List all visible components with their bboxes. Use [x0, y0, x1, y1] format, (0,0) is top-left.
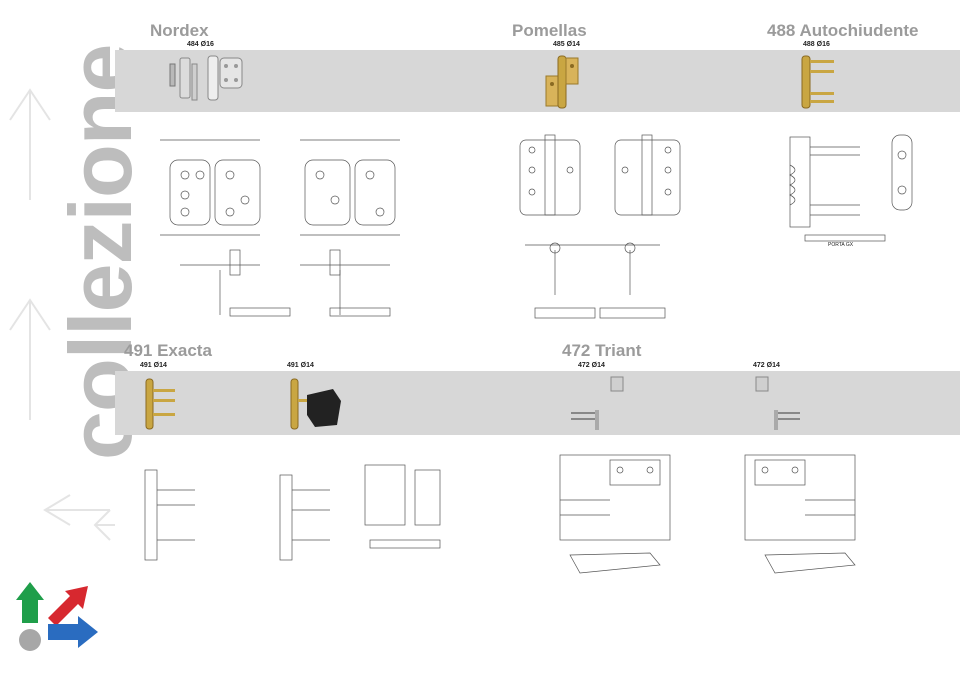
- section-title-autochiudente: 488 Autochiudente: [767, 21, 919, 40]
- section-title-triant: 472 Triant: [562, 341, 642, 360]
- exacta-hinge-photo-a: [145, 378, 175, 430]
- triant-technical-drawing-a: [559, 454, 671, 574]
- triant-hinge-photo-b: [755, 376, 800, 430]
- product-band-bottom: [115, 371, 960, 435]
- exacta-technical-drawing: [144, 464, 441, 561]
- sidebar: collezione: [0, 0, 150, 679]
- product-code-pomellas: 485 Ø14: [553, 41, 580, 48]
- triant-technical-drawing-b: [744, 454, 856, 574]
- triant-hinge-photo-a: [571, 376, 624, 430]
- pomellas-hinge-photo: [545, 55, 579, 109]
- exacta-hinge-photo-b: [290, 378, 341, 430]
- product-code-autochiudente: 488 Ø16: [803, 41, 830, 48]
- product-code-nordex: 484 Ø16: [187, 41, 214, 48]
- nordex-hinge-photo: [169, 55, 243, 101]
- brand-logo: [16, 582, 98, 651]
- nordex-technical-drawing: [160, 139, 400, 317]
- section-title-exacta: 491 Exacta: [124, 341, 212, 360]
- section-title-pomellas: Pomellas: [512, 21, 587, 40]
- autochiudente-technical-drawing: PORTA GX: [789, 134, 913, 248]
- autochiudente-hinge-photo: [801, 55, 834, 109]
- ghost-arrows-decoration: [9, 88, 115, 541]
- section-title-nordex: Nordex: [150, 21, 209, 40]
- product-code-triant-a: 472 Ø14: [578, 362, 605, 369]
- drawing-label-porta: PORTA GX: [828, 242, 854, 248]
- product-code-exacta-a: 491 Ø14: [140, 362, 167, 369]
- product-code-exacta-b: 491 Ø14: [287, 362, 314, 369]
- product-code-triant-b: 472 Ø14: [753, 362, 780, 369]
- pomellas-technical-drawing: [519, 134, 681, 319]
